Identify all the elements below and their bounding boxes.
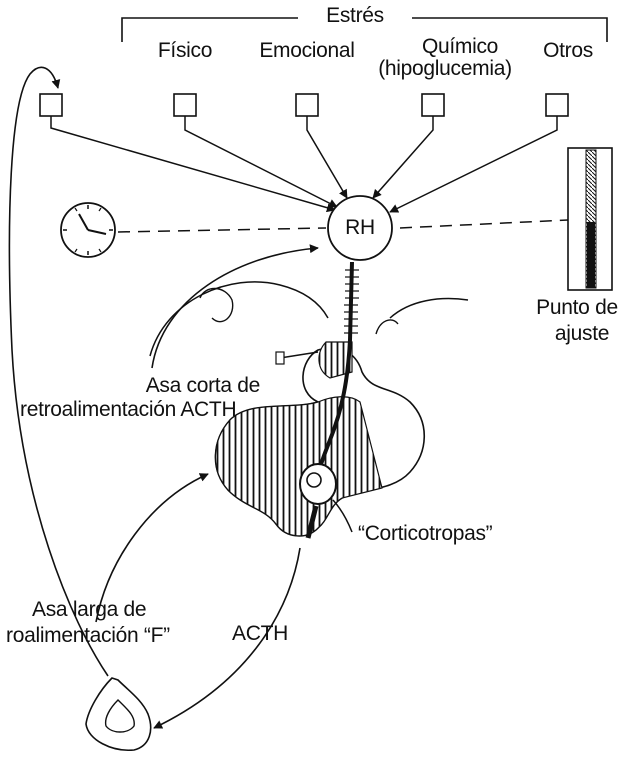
corticotropes-label: “Corticotropas” — [358, 522, 538, 546]
corticotrope-cell — [300, 464, 336, 504]
arrow-physical-to-rh — [185, 116, 337, 207]
arrow-emotional-to-rh — [307, 116, 347, 198]
setpoint-gauge-icon — [568, 148, 612, 290]
rh-label: RH — [330, 216, 390, 240]
emotional-label: Emocional — [244, 39, 370, 63]
adrenal-gland — [86, 678, 151, 750]
acth-label: ACTH — [232, 622, 302, 646]
arrow-others-to-rh — [390, 116, 557, 212]
clock-icon — [61, 203, 115, 257]
others-box — [546, 94, 568, 116]
short-loop-arrow — [152, 248, 318, 368]
emotional-box — [296, 94, 318, 116]
short-loop-label-line2: retroalimentación ACTH — [20, 398, 290, 422]
physical-box — [174, 94, 196, 116]
setpoint-label-line1: Punto de — [528, 296, 626, 320]
setpoint-dashed-link — [400, 220, 568, 228]
others-label: Otros — [528, 39, 608, 63]
arrow-chemical-to-rh — [373, 116, 433, 198]
arrow-feedback-to-rh — [51, 116, 335, 210]
corticotrope-pointer — [333, 500, 352, 532]
hypothalamic-fold-2 — [376, 320, 398, 334]
feedback-stimulus-box — [40, 94, 62, 116]
setpoint-label-line2: ajuste — [538, 322, 626, 346]
clock-dashed-link — [118, 228, 326, 232]
chemical-label-line2: (hipoglucemia) — [366, 57, 524, 81]
chemical-box — [422, 94, 444, 116]
stress-title: Estrés — [300, 4, 410, 28]
long-loop-label-line1: Asa larga de — [32, 598, 192, 622]
physical-label: Físico — [140, 39, 230, 63]
short-loop-label-line1: Asa corta de — [20, 374, 260, 398]
long-loop-to-box-arrow — [9, 67, 108, 676]
long-loop-label-line2: roalimentación “F” — [6, 624, 221, 648]
chemical-label-line1: Químico — [385, 35, 535, 59]
